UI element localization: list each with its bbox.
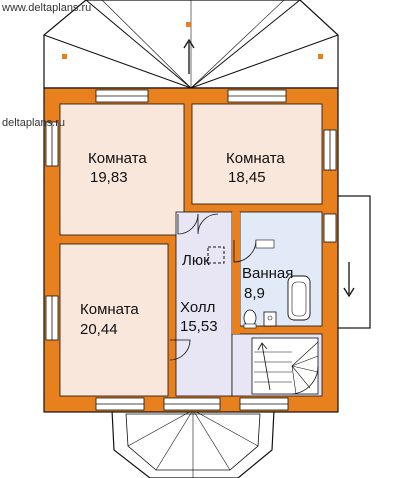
- window-bottom-right: [239, 397, 289, 411]
- room-3-floor: [59, 243, 169, 397]
- bathtub-icon: [287, 275, 311, 321]
- door-bath: [233, 239, 257, 263]
- sink-icon: [263, 311, 277, 327]
- hatch-label: Люк: [182, 252, 210, 269]
- room-3-name: Комната: [80, 301, 139, 318]
- hall-area: 15,53: [180, 318, 218, 335]
- balcony-door: [323, 213, 337, 243]
- toilet-icon: [243, 309, 257, 329]
- arrow-down-icon: [343, 262, 355, 298]
- room-2-name: Комната: [226, 150, 285, 167]
- hatch-icon: [207, 246, 225, 264]
- arrow-up-icon: [183, 38, 195, 74]
- window-left-upper: [45, 121, 59, 167]
- bath-name: Ванная: [242, 265, 293, 282]
- room-1-name: Комната: [88, 150, 147, 167]
- watermark-side: deltaplans.ru: [2, 117, 65, 129]
- room-1-floor: [59, 103, 185, 236]
- door-room2: [197, 213, 219, 235]
- room-1-area: 19,83: [90, 169, 128, 186]
- bath-area: 8,9: [244, 285, 265, 302]
- hall-floor: [175, 211, 233, 397]
- staircase-icon: [251, 337, 319, 395]
- bay-window: [111, 409, 275, 478]
- door-room3: [169, 339, 191, 361]
- window-top-right: [227, 89, 287, 103]
- watermark-top: www.deltaplans.ru: [1, 2, 91, 14]
- window-bottom-mid: [163, 397, 221, 411]
- window-left-lower: [45, 295, 59, 341]
- room-3-area: 20,44: [80, 321, 118, 338]
- window-right-upper: [323, 129, 337, 171]
- room-2-area: 18,45: [228, 169, 266, 186]
- hall-name: Холл: [180, 299, 215, 316]
- room-2-floor: [191, 103, 323, 205]
- basin-icon: [255, 239, 275, 249]
- window-top-left: [95, 89, 149, 103]
- window-bottom-left: [95, 397, 145, 411]
